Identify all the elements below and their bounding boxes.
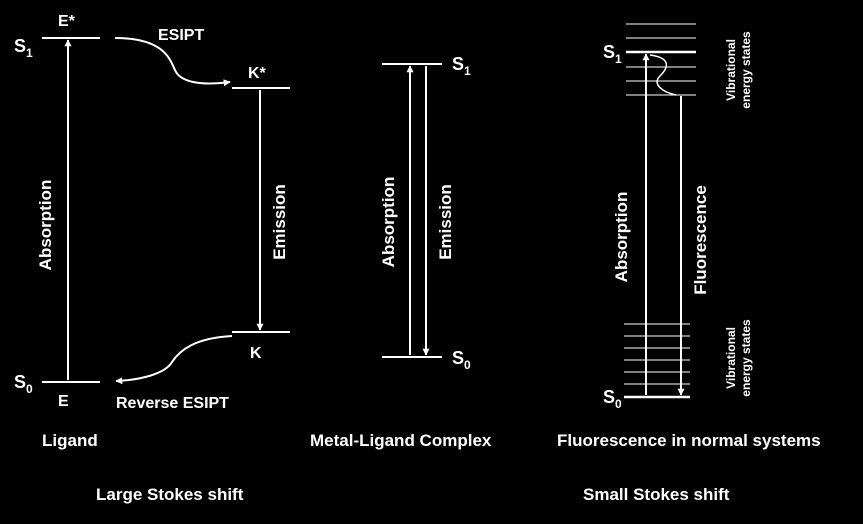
ligand-s0-label: S0 xyxy=(14,372,33,396)
normal-s0-label: S0 xyxy=(603,387,622,411)
complex-emission-label: Emission xyxy=(436,184,455,260)
complex-s1-label: S1 xyxy=(452,54,471,78)
normal-panel: S1 S0 Absorption Fluorescence Vibrationa… xyxy=(557,23,821,450)
small-stokes-shift-label: Small Stokes shift xyxy=(583,485,730,504)
lower-vibrational-label-2: energy states xyxy=(739,319,753,397)
esipt-curved-arrow xyxy=(114,37,231,87)
esipt-label: ESIPT xyxy=(158,27,204,44)
complex-panel: S1 S0 Absorption Emission Metal-Ligand C… xyxy=(310,54,492,450)
footer-labels: Large Stokes shift Small Stokes shift xyxy=(96,485,730,504)
upper-vibrational-label-1: Vibrational xyxy=(724,39,738,101)
reverse-esipt-curved-arrow xyxy=(115,335,233,385)
complex-caption: Metal-Ligand Complex xyxy=(310,431,492,450)
lower-vibrational-label-1: Vibrational xyxy=(724,327,738,389)
ligand-estar-label: E* xyxy=(58,13,76,30)
ligand-emission-label: Emission xyxy=(270,184,289,260)
lower-vibrational-levels xyxy=(624,323,690,385)
normal-fluorescence-label: Fluorescence xyxy=(691,185,710,295)
normal-absorption-label: Absorption xyxy=(612,192,631,283)
upper-vibrational-label-2: energy states xyxy=(739,31,753,109)
ligand-panel: S1 S0 E* E K* K ESIPT Reverse ESIPT Abso… xyxy=(14,13,290,450)
vibrational-relaxation-wavy xyxy=(649,54,677,96)
upper-vibrational-levels xyxy=(626,23,696,96)
complex-s0-label: S0 xyxy=(452,348,471,372)
complex-absorption-label: Absorption xyxy=(379,177,398,268)
reverse-esipt-label: Reverse ESIPT xyxy=(116,395,229,412)
ligand-s1-label: S1 xyxy=(14,36,33,60)
ligand-kstar-label: K* xyxy=(248,65,267,82)
normal-s1-label: S1 xyxy=(603,42,622,66)
ligand-absorption-label: Absorption xyxy=(36,180,55,271)
large-stokes-shift-label: Large Stokes shift xyxy=(96,485,244,504)
normal-caption: Fluorescence in normal systems xyxy=(557,431,821,450)
ligand-k-label: K xyxy=(250,345,262,362)
ligand-e-label: E xyxy=(58,393,69,410)
ligand-caption: Ligand xyxy=(42,431,98,450)
